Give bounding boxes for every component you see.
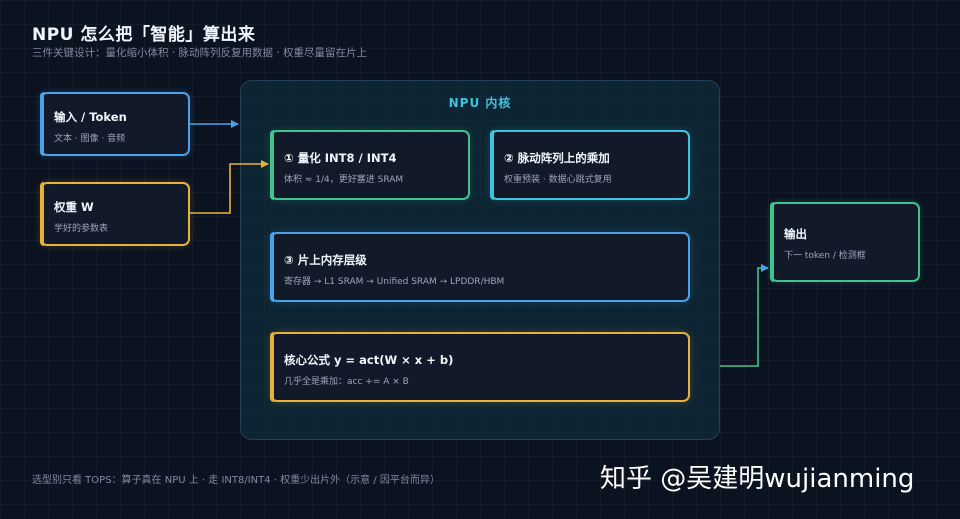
memory-hierarchy-title: ③ 片上内存层级 — [284, 253, 367, 267]
quantization-title: ① 量化 INT8 / INT4 — [284, 151, 397, 165]
weights-title: 权重 W — [54, 200, 94, 214]
quantization-desc: 体积 ≈ 1/4，更好塞进 SRAM — [284, 175, 404, 185]
core-formula-card: 核心公式 y = act(W × x + b) 几乎全是乘加：acc += A … — [270, 332, 690, 402]
input-token-desc: 文本 · 图像 · 音频 — [54, 134, 126, 144]
output-title: 输出 — [784, 227, 807, 241]
npu-core-label: NPU 内核 — [448, 96, 512, 110]
weights-desc: 学好的参数表 — [54, 224, 109, 234]
input-token-title: 输入 / Token — [54, 110, 127, 124]
systolic-array-title: ② 脉动阵列上的乘加 — [504, 151, 610, 165]
page-subtitle: 三件关键设计：量化缩小体积 · 脉动阵列反复用数据 · 权重尽量留在片上 — [32, 47, 368, 59]
systolic-array-card: ② 脉动阵列上的乘加 权重预装 · 数据心跳式复用 — [490, 130, 690, 200]
quantization-card: ① 量化 INT8 / INT4 体积 ≈ 1/4，更好塞进 SRAM — [270, 130, 470, 200]
watermark: 知乎 @吴建明wujianming — [600, 464, 915, 494]
footer-note: 选型别只看 TOPS：算子真在 NPU 上 · 走 INT8/INT4 · 权重… — [32, 475, 440, 486]
memory-hierarchy-desc: 寄存器 → L1 SRAM → Unified SRAM → LPDDR/HBM — [284, 277, 505, 287]
page-title: NPU 怎么把「智能」算出来 — [32, 25, 256, 45]
input-token-card: 输入 / Token 文本 · 图像 · 音频 — [40, 92, 190, 156]
formula-to-output-arrow — [720, 264, 769, 367]
output-desc: 下一 token / 检测框 — [784, 251, 866, 261]
core-formula-title: 核心公式 y = act(W × x + b) — [284, 353, 454, 367]
memory-hierarchy-card: ③ 片上内存层级 寄存器 → L1 SRAM → Unified SRAM → … — [270, 232, 690, 302]
output-card: 输出 下一 token / 检测框 — [770, 202, 920, 282]
weights-to-quant-arrow — [190, 160, 269, 214]
weights-card: 权重 W 学好的参数表 — [40, 182, 190, 246]
systolic-array-desc: 权重预装 · 数据心跳式复用 — [504, 175, 612, 185]
core-formula-desc: 几乎全是乘加：acc += A × B — [284, 377, 409, 387]
